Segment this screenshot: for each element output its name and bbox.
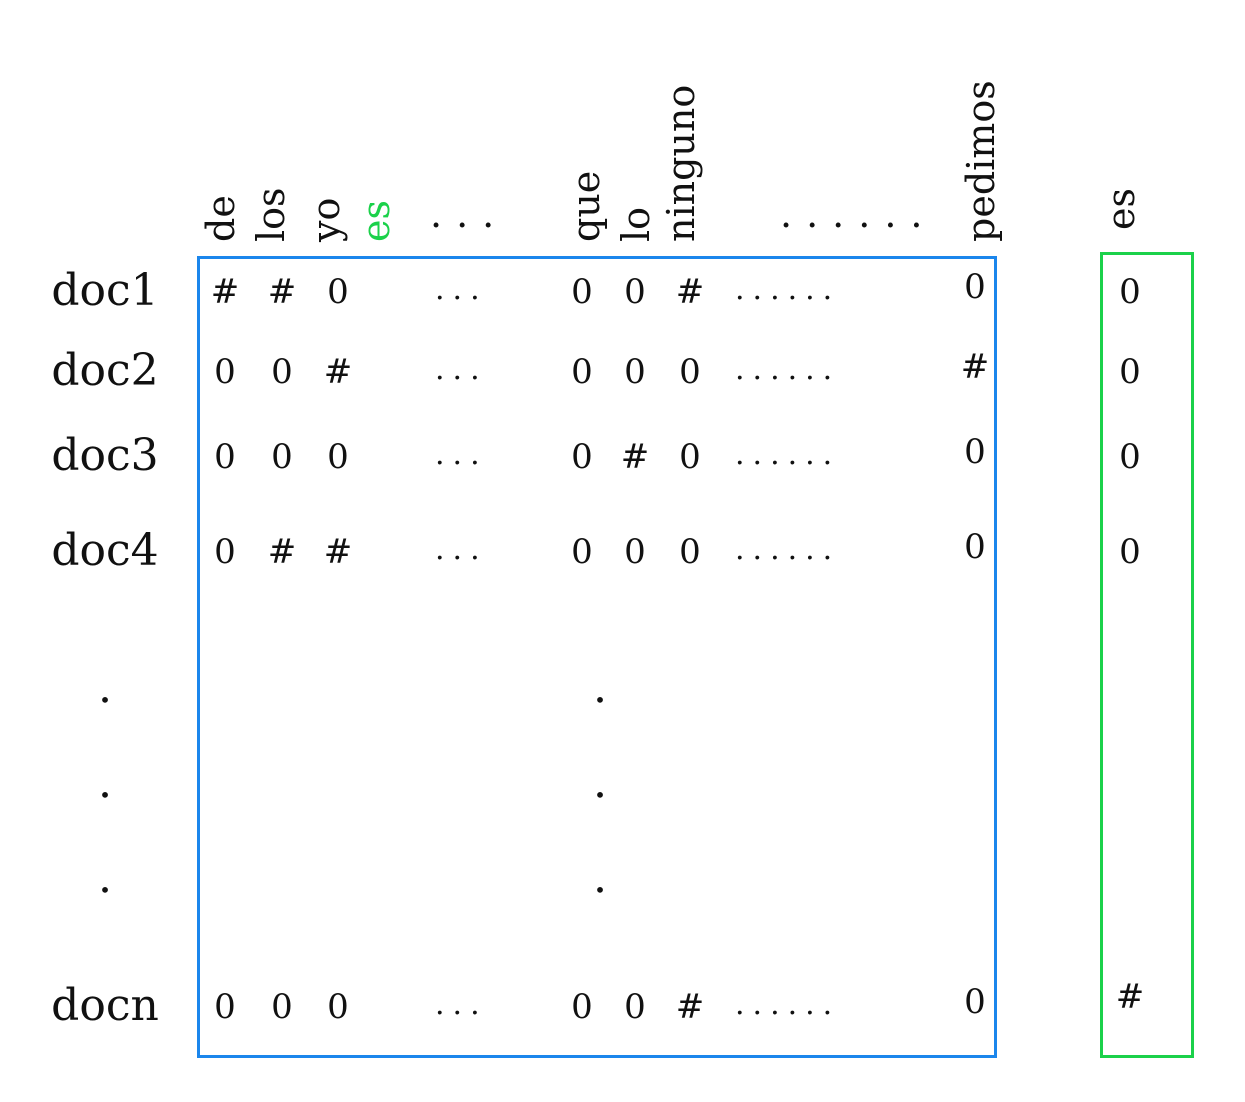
vector-cell: 0 — [1119, 272, 1141, 312]
vector-cell: 0 — [1119, 532, 1141, 572]
ellipsis: ... — [435, 532, 488, 567]
matrix-cell: 0 — [964, 432, 986, 472]
term-header: ... — [430, 192, 509, 236]
matrix-cell: 0 — [214, 987, 236, 1027]
matrix-cell: 0 — [327, 987, 349, 1027]
row-label: doc2 — [51, 345, 159, 396]
term-header: yo — [304, 197, 348, 242]
row-label: doc3 — [51, 430, 159, 481]
matrix-cell: 0 — [271, 352, 293, 392]
vertical-ellipsis: • — [594, 688, 606, 712]
document-term-matrix — [197, 256, 997, 1058]
matrix-cell: 0 — [964, 527, 986, 567]
matrix-cell: 0 — [571, 437, 593, 477]
row-label: doc4 — [51, 525, 159, 576]
vector-cell: 0 — [1119, 352, 1141, 392]
matrix-cell: 0 — [327, 437, 349, 477]
ellipsis: ... — [435, 272, 488, 307]
matrix-cell: 0 — [624, 532, 646, 572]
matrix-cell: 0 — [679, 532, 701, 572]
term-header: lo — [614, 206, 658, 242]
term-header: que — [564, 170, 608, 242]
row-label: docn — [51, 980, 159, 1031]
matrix-cell: # — [675, 272, 705, 312]
vector-cell: # — [1115, 977, 1145, 1017]
term-header: ninguno — [659, 84, 703, 242]
matrix-cell: 0 — [214, 437, 236, 477]
ellipsis: ... — [435, 437, 488, 472]
matrix-cell: # — [675, 987, 705, 1027]
matrix-cell: # — [960, 347, 990, 387]
matrix-cell: 0 — [571, 532, 593, 572]
term-header: ...... — [780, 192, 937, 236]
matrix-cell: 0 — [214, 352, 236, 392]
matrix-cell: 0 — [679, 352, 701, 392]
matrix-cell: # — [323, 352, 353, 392]
row-label: doc1 — [51, 265, 159, 316]
ellipsis: ...... — [735, 272, 841, 307]
matrix-cell: # — [210, 272, 240, 312]
matrix-cell: 0 — [679, 437, 701, 477]
matrix-cell: 0 — [624, 272, 646, 312]
ellipsis: ...... — [735, 987, 841, 1022]
matrix-cell: 0 — [964, 267, 986, 307]
vertical-ellipsis: • — [99, 688, 111, 712]
vector-cell: 0 — [1119, 437, 1141, 477]
vertical-ellipsis: • — [594, 783, 606, 807]
matrix-cell: 0 — [271, 437, 293, 477]
term-header: de — [199, 195, 243, 242]
matrix-cell: # — [620, 437, 650, 477]
matrix-cell: 0 — [624, 352, 646, 392]
vector-label: es — [1099, 188, 1143, 230]
vertical-ellipsis: • — [99, 783, 111, 807]
matrix-cell: # — [267, 272, 297, 312]
matrix-cell: # — [323, 532, 353, 572]
matrix-cell: 0 — [964, 982, 986, 1022]
ellipsis: ...... — [735, 437, 841, 472]
vertical-ellipsis: • — [594, 878, 606, 902]
term-header: es — [354, 200, 398, 242]
matrix-cell: 0 — [271, 987, 293, 1027]
matrix-cell: 0 — [327, 272, 349, 312]
matrix-cell: # — [267, 532, 297, 572]
es-column-vector — [1100, 252, 1194, 1058]
ellipsis: ... — [435, 987, 488, 1022]
ellipsis: ...... — [735, 352, 841, 387]
ellipsis: ...... — [735, 532, 841, 567]
matrix-cell: 0 — [571, 987, 593, 1027]
matrix-cell: 0 — [571, 352, 593, 392]
term-header: los — [249, 187, 293, 242]
vertical-ellipsis: • — [99, 878, 111, 902]
matrix-cell: 0 — [571, 272, 593, 312]
matrix-cell: 0 — [624, 987, 646, 1027]
matrix-cell: 0 — [214, 532, 236, 572]
ellipsis: ... — [435, 352, 488, 387]
term-header: pedimos — [959, 80, 1003, 242]
